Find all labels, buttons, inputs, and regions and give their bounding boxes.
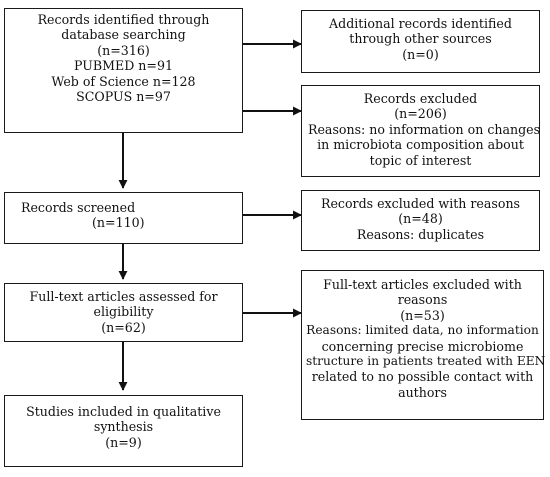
box-text: SCOPUS n=97 <box>76 89 171 105</box>
box-text: Additional records identified <box>329 16 512 31</box>
box-text: (n=0) <box>402 46 439 62</box>
box-text: (n=62) <box>101 319 146 335</box>
fulltext-assessed-box: Full-text articles assessed for eligibil… <box>4 283 243 342</box>
box-text: concerning precise microbiome <box>321 338 524 354</box>
additional-records-box: Additional records identified through ot… <box>301 10 540 73</box>
box-text: (n=53) <box>400 307 445 323</box>
records-excluded-reasons-box: Records excluded with reasons (n=48) Rea… <box>301 190 540 251</box>
box-text: Full-text articles excluded with <box>323 277 522 292</box>
box-text: structure in patients treated with EEN <box>306 354 546 369</box>
records-excluded-box: Records excluded (n=206) Reasons: no inf… <box>301 85 540 177</box>
records-identified-box: Records identified through database sear… <box>4 8 243 133</box>
box-text: Records identified through <box>37 12 210 27</box>
box-text: eligibility <box>93 304 154 320</box>
box-text: PUBMED n=91 <box>74 58 173 74</box>
fulltext-excluded-box: Full-text articles excluded with reasons… <box>301 270 546 420</box>
box-text: reasons <box>397 292 448 308</box>
box-text: through other sources <box>349 31 492 47</box>
box-text: Reasons: duplicates <box>356 226 485 242</box>
studies-included-box: Studies included in qualitative synthesi… <box>4 395 243 467</box>
box-text: Records excluded <box>363 91 478 106</box>
box-text: Full-text articles assessed for <box>29 289 218 304</box>
box-text: (n=110) <box>92 215 145 231</box>
box-text: Studies included in qualitative <box>26 404 221 419</box>
box-text: related to no possible contact with <box>311 369 534 385</box>
box-text: Reasons: limited data, no information <box>306 323 539 338</box>
box-text: topic of interest <box>369 152 472 168</box>
box-text: (n=206) <box>394 106 447 122</box>
box-text: Records screened <box>21 200 136 215</box>
box-text: Web of Science n=128 <box>51 73 196 89</box>
box-text: in microbiota composition about <box>317 137 524 153</box>
box-text: (n=316) <box>97 42 150 58</box>
records-screened-box: Records screened (n=110) <box>4 192 243 244</box>
box-text: synthesis <box>93 419 154 435</box>
box-text: authors <box>398 384 447 400</box>
box-text: (n=48) <box>398 211 443 227</box>
box-text: database searching <box>61 27 186 43</box>
box-text: Records excluded with reasons <box>320 196 521 211</box>
box-text: Reasons: no information on changes <box>308 121 541 137</box>
box-text: (n=9) <box>105 434 142 450</box>
